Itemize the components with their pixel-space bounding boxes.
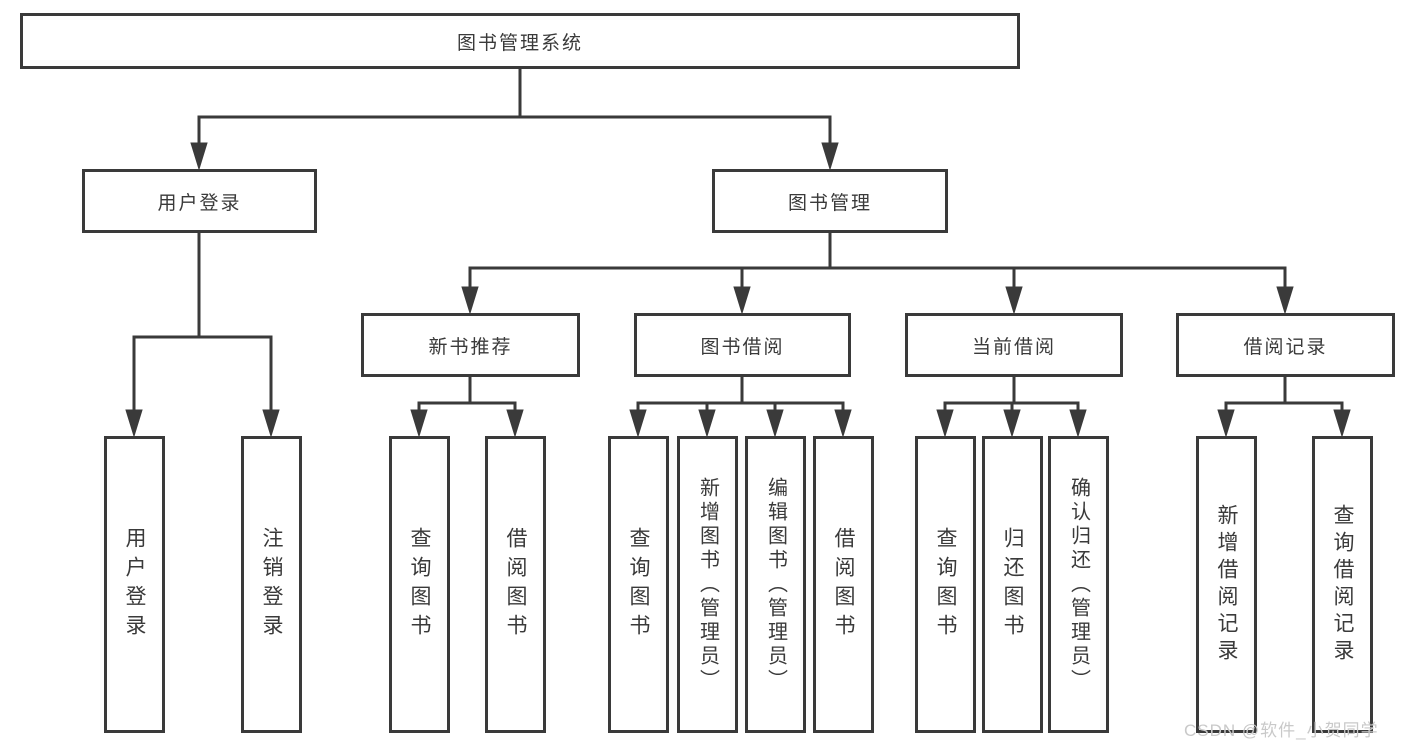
leaf-borrow-books-recommend: 借阅图书: [485, 436, 546, 733]
leaf-borrow-books-borrow-label: 借阅图书: [832, 526, 855, 643]
leaf-user-login: 用户登录: [104, 436, 165, 733]
node-root-label: 图书管理系统: [456, 32, 583, 54]
leaf-query-books-borrow-label: 查询图书: [627, 526, 650, 643]
node-current-borrow-label: 当前借阅: [971, 336, 1056, 358]
node-book-management: 图书管理: [712, 169, 948, 233]
leaf-borrow-books-recommend-label: 借阅图书: [504, 526, 527, 643]
leaf-query-books-recommend: 查询图书: [389, 436, 450, 733]
leaf-query-borrow-record: 查询借阅记录: [1312, 436, 1373, 733]
leaf-logout-label: 注销登录: [260, 526, 283, 643]
leaf-query-books-recommend-label: 查询图书: [408, 526, 431, 643]
leaf-borrow-books-borrow: 借阅图书: [813, 436, 874, 733]
leaf-query-books-current: 查询图书: [915, 436, 976, 733]
leaf-logout: 注销登录: [241, 436, 302, 733]
node-borrow-records: 借阅记录: [1176, 313, 1395, 377]
leaf-query-books-current-label: 查询图书: [934, 526, 957, 643]
leaf-add-book-admin: 新增图书（管理员）: [677, 436, 738, 733]
node-borrow-records-label: 借阅记录: [1243, 336, 1328, 358]
leaf-query-borrow-record-label: 查询借阅记录: [1331, 503, 1354, 666]
node-book-borrow: 图书借阅: [634, 313, 851, 377]
leaf-query-books-borrow: 查询图书: [608, 436, 669, 733]
leaf-add-borrow-record: 新增借阅记录: [1196, 436, 1257, 733]
leaf-add-borrow-record-label: 新增借阅记录: [1215, 503, 1238, 666]
node-book-management-label: 图书管理: [787, 192, 872, 214]
leaf-confirm-return-admin: 确认归还（管理员）: [1048, 436, 1109, 733]
leaf-edit-book-admin-label: 编辑图书（管理员）: [764, 476, 787, 693]
leaf-return-book: 归还图书: [982, 436, 1043, 733]
node-book-borrow-label: 图书借阅: [700, 336, 785, 358]
leaf-return-book-label: 归还图书: [1001, 526, 1024, 643]
leaf-add-book-admin-label: 新增图书（管理员）: [696, 476, 719, 693]
node-new-book-recommend-label: 新书推荐: [428, 336, 513, 358]
watermark: CSDN @软件_小贺同学: [1184, 721, 1379, 740]
node-user-login-label: 用户登录: [157, 192, 242, 214]
leaf-confirm-return-admin-label: 确认归还（管理员）: [1067, 476, 1090, 693]
leaf-edit-book-admin: 编辑图书（管理员）: [745, 436, 806, 733]
node-user-login: 用户登录: [82, 169, 317, 233]
leaf-user-login-label: 用户登录: [123, 526, 146, 643]
node-root: 图书管理系统: [20, 13, 1020, 69]
node-current-borrow: 当前借阅: [905, 313, 1123, 377]
node-new-book-recommend: 新书推荐: [361, 313, 580, 377]
